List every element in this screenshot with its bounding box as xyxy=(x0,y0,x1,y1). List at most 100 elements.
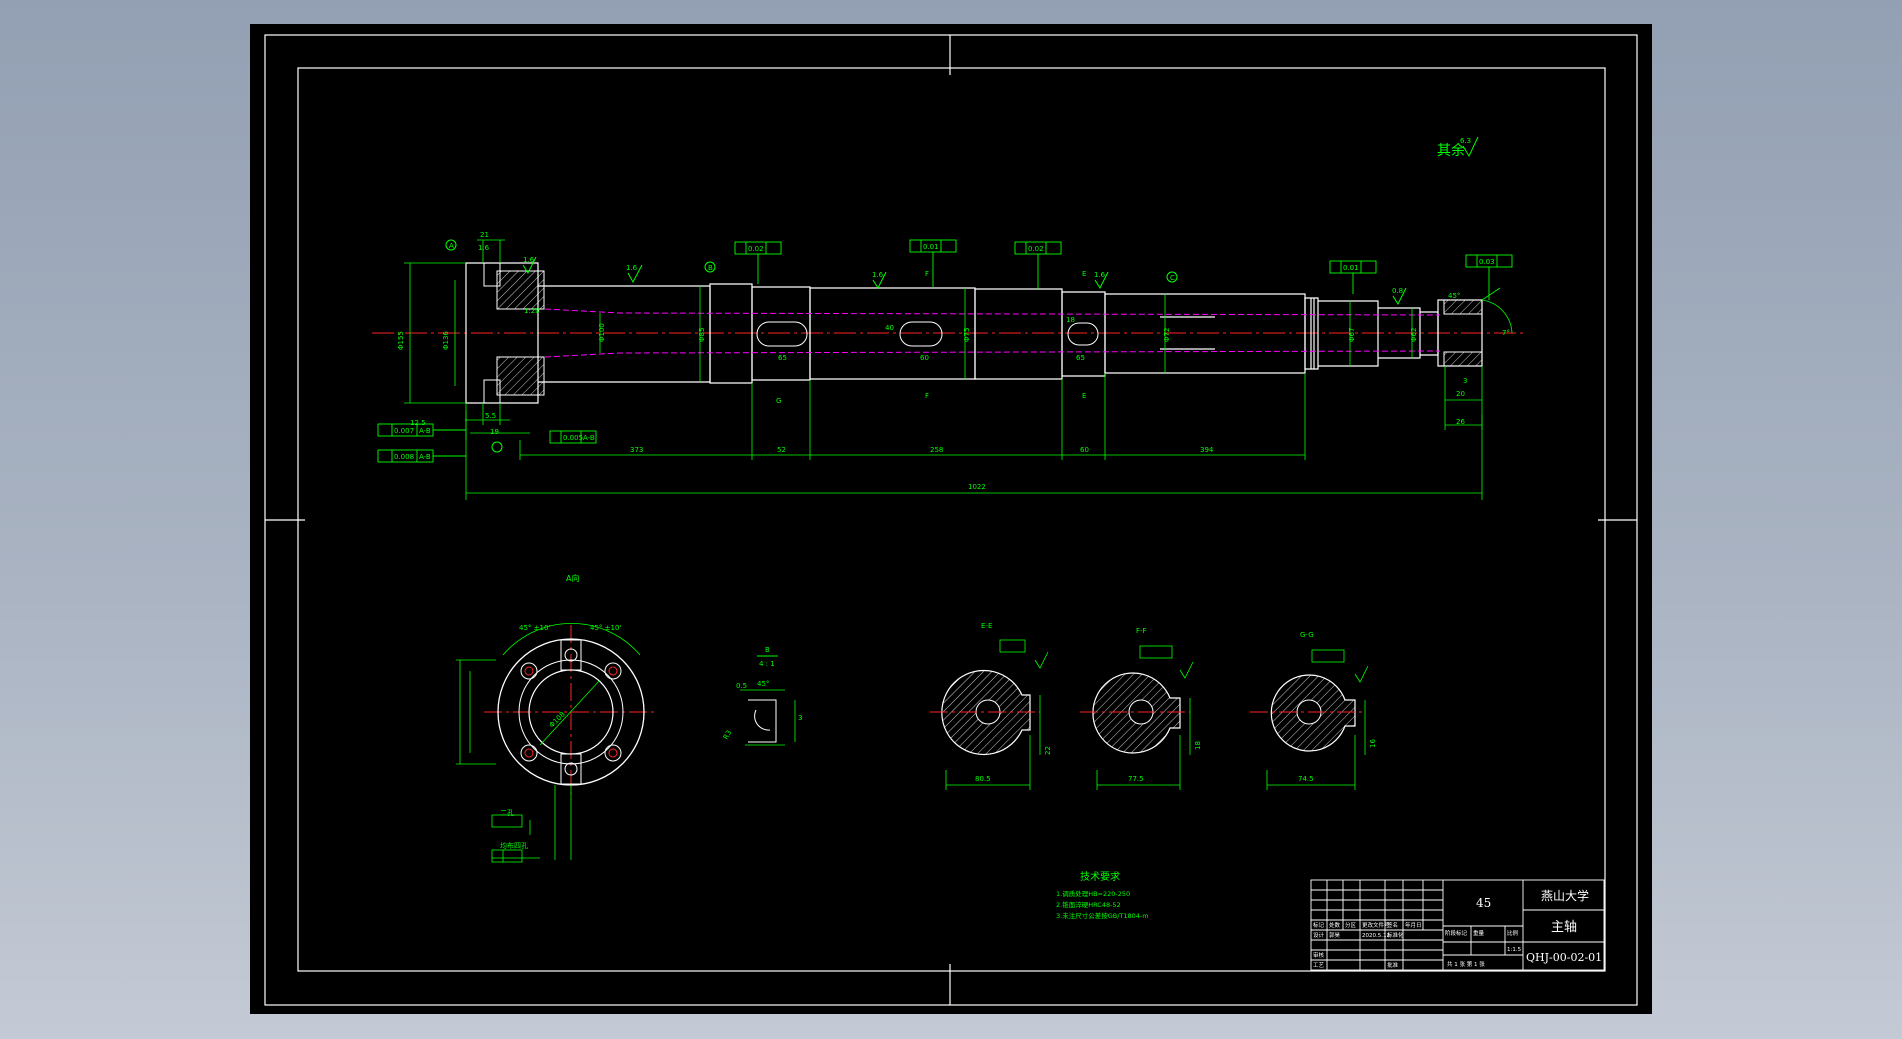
keyway-3 xyxy=(1067,322,1099,346)
svg-text:80.5: 80.5 xyxy=(975,775,991,783)
svg-text:5.5: 5.5 xyxy=(485,412,496,420)
svg-text:比例: 比例 xyxy=(1507,929,1519,937)
svg-text:1:1.5: 1:1.5 xyxy=(1507,947,1522,953)
svg-text:20: 20 xyxy=(1456,390,1465,398)
sheet-frame xyxy=(264,34,1638,1006)
svg-text:R3: R3 xyxy=(722,729,734,741)
svg-text:0.008: 0.008 xyxy=(394,453,414,461)
svg-text:E: E xyxy=(1082,392,1086,400)
svg-text:Φ67: Φ67 xyxy=(1348,328,1356,342)
svg-text:1:20: 1:20 xyxy=(524,307,540,315)
svg-text:45° ±10': 45° ±10' xyxy=(590,624,621,632)
svg-text:G: G xyxy=(776,397,781,405)
svg-text:0.01: 0.01 xyxy=(1343,264,1359,272)
detail-b: B 4 : 1 0.5 45° R3 3 xyxy=(722,646,802,746)
svg-text:Φ155: Φ155 xyxy=(397,331,405,350)
keyway-1 xyxy=(756,321,808,347)
svg-text:Φ100: Φ100 xyxy=(598,323,606,342)
svg-text:18: 18 xyxy=(1066,316,1075,324)
svg-text:3.未注尺寸公差按GB/T1804-m: 3.未注尺寸公差按GB/T1804-m xyxy=(1056,911,1149,920)
surface-roughness-note: 其余 6.3 xyxy=(1437,136,1479,159)
svg-text:共 1 张 第 1 张: 共 1 张 第 1 张 xyxy=(1447,960,1485,968)
svg-text:1.6: 1.6 xyxy=(626,264,638,272)
svg-text:1.6: 1.6 xyxy=(478,244,490,252)
svg-text:19: 19 xyxy=(490,428,499,436)
svg-text:A-B: A-B xyxy=(583,434,595,442)
svg-text:22: 22 xyxy=(1044,746,1052,755)
svg-text:C: C xyxy=(1170,274,1175,282)
svg-text:Φ75: Φ75 xyxy=(963,328,971,342)
svg-text:E: E xyxy=(1082,270,1086,278)
svg-text:0.8: 0.8 xyxy=(1392,287,1403,295)
svg-text:7°: 7° xyxy=(1502,329,1510,337)
svg-text:1.6: 1.6 xyxy=(872,271,884,279)
school-name: 燕山大学 xyxy=(1541,888,1589,903)
svg-text:16: 16 xyxy=(1369,739,1377,748)
svg-text:F: F xyxy=(925,392,929,400)
svg-text:394: 394 xyxy=(1200,446,1214,454)
flange-key-bottom xyxy=(560,753,582,785)
svg-text:处数: 处数 xyxy=(1329,921,1341,929)
svg-text:工艺: 工艺 xyxy=(1313,962,1325,969)
svg-text:年月日: 年月日 xyxy=(1405,921,1422,929)
svg-text:258: 258 xyxy=(930,446,943,454)
svg-text:65: 65 xyxy=(1076,354,1085,362)
section-e: E-E 80.5 22 xyxy=(930,622,1052,790)
svg-text:A-B: A-B xyxy=(419,427,431,435)
material-text: 45 xyxy=(1476,896,1491,910)
bolt-hole-top xyxy=(483,262,501,287)
main-shaft-view: 1022 373 52 258 60 394 Φ155 Φ136 Φ100 Φ8… xyxy=(372,231,1525,500)
svg-text:2020.5.12: 2020.5.12 xyxy=(1362,933,1390,939)
flange-bolt-circle xyxy=(518,659,624,765)
rear-hatch-bottom xyxy=(1443,351,1483,367)
svg-text:A: A xyxy=(449,242,454,250)
bolt-hole-bottom xyxy=(483,379,501,404)
svg-text:45° ±10': 45° ±10' xyxy=(519,624,550,632)
svg-text:3: 3 xyxy=(798,714,802,722)
svg-text:更改文件号: 更改文件号 xyxy=(1362,921,1390,929)
svg-text:373: 373 xyxy=(630,446,643,454)
svg-text:40: 40 xyxy=(885,324,894,332)
svg-text:G-G: G-G xyxy=(1300,631,1314,639)
view-a-flange: A向 xyxy=(456,573,658,863)
svg-text:0.007: 0.007 xyxy=(394,427,414,435)
svg-text:其余: 其余 xyxy=(1437,142,1465,159)
svg-text:1.6: 1.6 xyxy=(523,256,535,264)
svg-text:77.5: 77.5 xyxy=(1128,775,1144,783)
svg-text:74.5: 74.5 xyxy=(1298,775,1314,783)
svg-text:签名: 签名 xyxy=(1387,921,1398,929)
part-name: 主轴 xyxy=(1551,920,1577,935)
svg-text:F: F xyxy=(925,270,929,278)
drawing-number: QHJ-00-02-01 xyxy=(1526,951,1602,964)
technical-requirements: 技术要求 1.调质处理HB=220-250 2.锥面淬硬HRC48-52 3.未… xyxy=(1056,870,1149,920)
svg-text:二孔: 二孔 xyxy=(500,809,514,817)
svg-text:设计: 设计 xyxy=(1313,931,1325,939)
svg-text:标记: 标记 xyxy=(1313,921,1325,929)
section-g: G-G 74.5 16 xyxy=(1250,631,1377,790)
svg-text:4 : 1: 4 : 1 xyxy=(759,660,775,668)
svg-text:26: 26 xyxy=(1456,418,1465,426)
svg-text:0.01: 0.01 xyxy=(923,243,939,251)
rear-hatch-top xyxy=(1443,299,1483,315)
svg-text:郭昊: 郭昊 xyxy=(1329,931,1341,939)
svg-text:阶段标记: 阶段标记 xyxy=(1445,929,1468,937)
svg-text:B: B xyxy=(708,264,713,272)
datum-symbols xyxy=(445,239,1178,453)
svg-text:12.5: 12.5 xyxy=(410,419,426,427)
svg-text:60: 60 xyxy=(920,354,929,362)
svg-text:18: 18 xyxy=(1194,741,1202,750)
svg-text:60: 60 xyxy=(1080,446,1089,454)
svg-text:1.6: 1.6 xyxy=(1094,271,1106,279)
front-hatch-top xyxy=(496,270,545,310)
svg-text:0.03: 0.03 xyxy=(1479,258,1495,266)
svg-text:2.锥面淬硬HRC48-52: 2.锥面淬硬HRC48-52 xyxy=(1056,900,1121,909)
svg-text:21: 21 xyxy=(480,231,489,239)
svg-text:Φ136: Φ136 xyxy=(442,331,450,350)
flange-key-top xyxy=(560,639,582,671)
svg-text:0.5: 0.5 xyxy=(736,682,747,690)
svg-text:重量: 重量 xyxy=(1473,929,1485,937)
title-block: 标记 处数 分区 更改文件号 签名 年月日 设计 郭昊 2020.5.12 标准… xyxy=(1310,879,1605,971)
svg-text:45°: 45° xyxy=(1448,292,1460,300)
svg-text:Φ62: Φ62 xyxy=(1410,328,1418,342)
